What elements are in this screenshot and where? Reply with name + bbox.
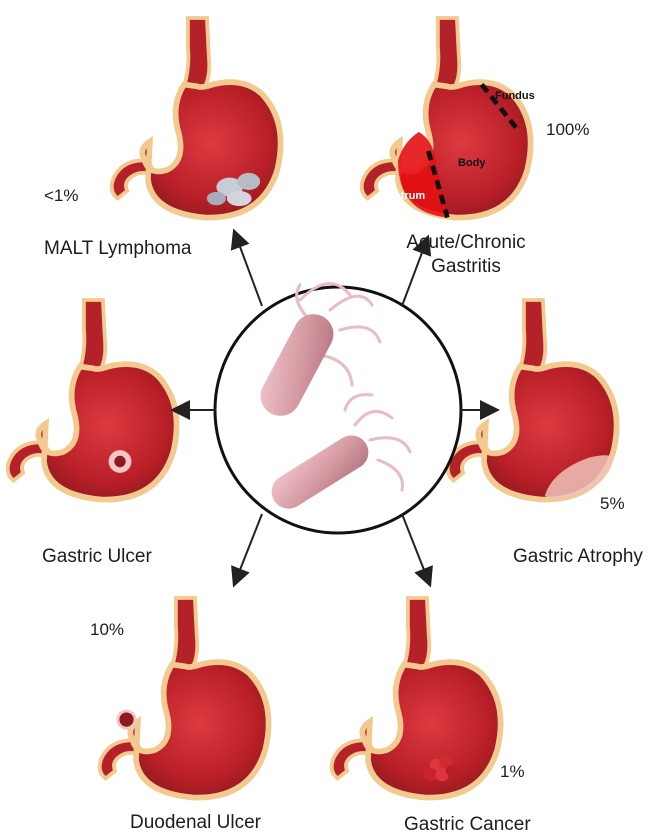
arrow-to-cancer [402, 514, 428, 580]
stomach-gastric-ulcer [8, 300, 177, 500]
label-gastric-ulcer: Gastric Ulcer [42, 546, 152, 568]
region-antrum: Antrum [386, 190, 425, 202]
percent-gastritis: 100% [546, 120, 589, 140]
stomach-duodenal-ulcer [100, 598, 269, 798]
stomach-malt-lymphoma [112, 18, 281, 218]
arrow-to-duodenal [236, 514, 262, 580]
label-gastritis-line1: Acute/Chronic [391, 232, 541, 254]
stomach-gastric-atrophy [448, 300, 617, 500]
label-gastric-cancer: Gastric Cancer [404, 814, 531, 836]
region-fundus: Fundus [495, 90, 535, 102]
percent-malt-lymphoma: <1% [44, 186, 79, 206]
label-gastric-atrophy: Gastric Atrophy [513, 546, 643, 568]
arrow-to-malt [236, 236, 262, 306]
duodenal-lesion [118, 711, 135, 728]
central-circle [215, 287, 461, 533]
percent-duodenal-ulcer: 10% [90, 620, 124, 640]
percent-gastric-cancer: 1% [500, 762, 525, 782]
label-gastritis-line2: Gastritis [391, 256, 541, 278]
label-malt-lymphoma: MALT Lymphoma [44, 238, 191, 260]
stomach-gastritis [362, 18, 531, 218]
stomach-gastric-cancer [332, 598, 501, 798]
label-duodenal-ulcer: Duodenal Ulcer [130, 812, 261, 834]
percent-gastric-atrophy: 5% [600, 494, 625, 514]
region-body: Body [458, 157, 486, 169]
